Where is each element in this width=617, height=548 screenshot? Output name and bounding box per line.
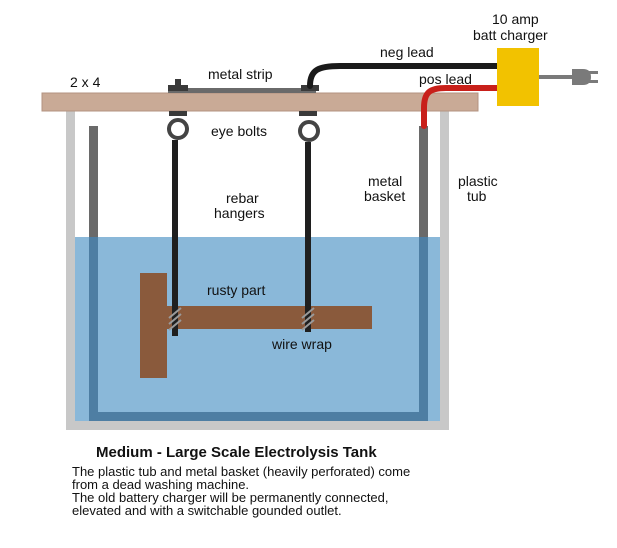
eye-bolt-icon [298,120,320,142]
metal-basket-right-wall-submerged [419,237,428,421]
label-metal-strip: metal strip [208,66,273,82]
label-rebar: rebar [226,190,259,206]
rebar-hanger-left [172,140,178,336]
label-basket: basket [364,188,405,204]
label-hangers: hangers [214,205,265,221]
rusty-part-horizontal [140,306,372,329]
bolt-head-left [175,79,181,89]
diagram-title: Medium - Large Scale Electrolysis Tank [96,444,377,461]
label-charger-line2: batt charger [473,27,548,43]
description-line: from a dead washing machine. [72,477,250,492]
label-2x4: 2 x 4 [70,74,101,90]
label-pos-lead: pos lead [419,71,472,87]
eye-bolt-icon [167,118,189,140]
label-plastic: plastic [458,173,498,189]
label-tub: tub [467,188,487,204]
plastic-tub-left-wall [66,108,75,428]
description-line: The old battery charger will be permanen… [72,490,389,505]
plug-icon [572,69,598,85]
description: The plastic tub and metal basket (heavil… [72,465,512,517]
battery-charger [497,48,539,106]
wire-wrap-right [301,307,315,331]
description-line: The plastic tub and metal basket (heavil… [72,464,411,479]
nut-under-right [299,111,317,116]
label-charger-line1: 10 amp [492,11,539,27]
label-metal: metal [368,173,402,189]
label-wire-wrap: wire wrap [271,336,332,352]
wire-wrap-left [168,307,182,331]
nut-under-left [169,111,187,116]
rebar-hanger-right [305,142,311,332]
plastic-tub-right-wall [440,108,449,428]
nut-left [168,85,188,91]
label-rusty-part: rusty part [207,282,265,298]
metal-basket-bottom [89,412,428,421]
metal-basket-left-wall-submerged [89,237,98,421]
neg-lead [307,63,503,89]
rebar-hanger-left-lower [172,306,178,336]
label-eye-bolts: eye bolts [211,123,267,139]
metal-strip [168,88,316,93]
description-line: elevated and with a switchable gounded o… [72,503,342,518]
plastic-tub-bottom [66,421,449,430]
label-neg-lead: neg lead [380,44,434,60]
pos-lead [421,85,503,129]
wood-board [41,92,479,112]
